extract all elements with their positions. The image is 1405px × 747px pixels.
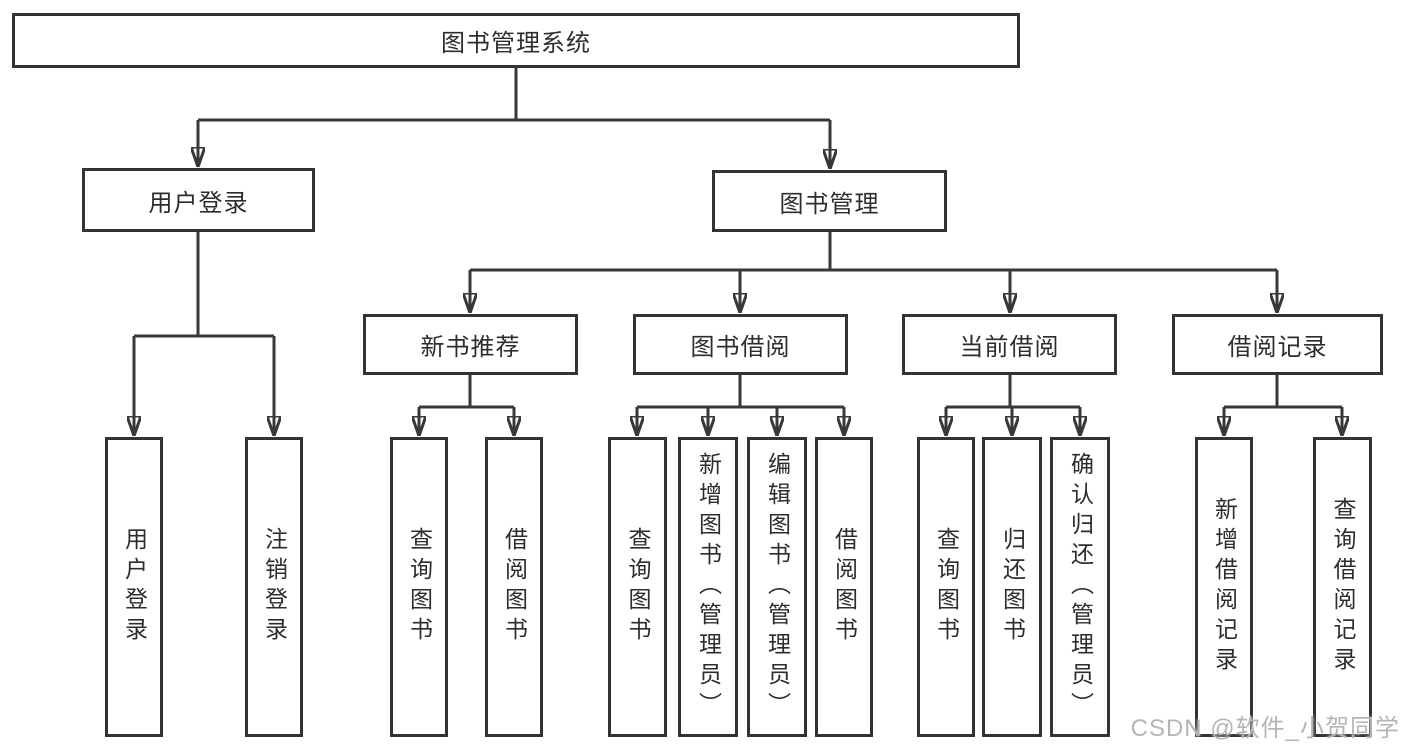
node-current-borrowing: 当前借阅 — [902, 314, 1117, 375]
node-label: 确认归还（管理员） — [1067, 452, 1094, 722]
node-leaf-logout: 注销登录 — [245, 437, 303, 737]
node-leaf-confirm-return-admin: 确认归还（管理员） — [1050, 437, 1110, 737]
node-label: 归还图书 — [999, 527, 1026, 647]
node-label: 用户登录 — [121, 527, 148, 647]
node-book-borrowing: 图书借阅 — [633, 314, 848, 375]
node-label: 图书借阅 — [690, 334, 791, 361]
node-leaf-query-books-borrowing: 查询图书 — [608, 437, 667, 737]
node-user-login-module: 用户登录 — [82, 168, 315, 232]
node-label: 借阅图书 — [831, 527, 858, 647]
node-leaf-query-books-recommend: 查询图书 — [390, 437, 448, 737]
node-leaf-borrow-books-borrowing: 借阅图书 — [815, 437, 873, 737]
node-label: 借阅记录 — [1227, 334, 1328, 361]
node-root-system: 图书管理系统 — [12, 13, 1020, 68]
node-leaf-borrow-books-recommend: 借阅图书 — [485, 437, 543, 737]
node-leaf-edit-book-admin: 编辑图书（管理员） — [747, 437, 807, 737]
node-label: 查询图书 — [406, 527, 433, 647]
node-label: 查询借阅记录 — [1330, 497, 1356, 677]
node-label: 图书管理 — [779, 190, 880, 218]
node-book-management-module: 图书管理 — [712, 170, 947, 232]
node-label: 查询图书 — [933, 527, 960, 647]
node-new-book-recommend: 新书推荐 — [363, 314, 578, 375]
node-label: 当前借阅 — [959, 334, 1060, 361]
node-label: 用户登录 — [148, 189, 249, 217]
node-leaf-add-borrow-record: 新增借阅记录 — [1195, 437, 1253, 737]
csdn-watermark: CSDN @软件_小贺同学 — [1130, 715, 1400, 742]
node-label: 新增图书（管理员） — [695, 452, 722, 722]
node-leaf-query-borrow-record: 查询借阅记录 — [1313, 437, 1372, 737]
node-label: 新增借阅记录 — [1211, 497, 1238, 677]
node-label: 注销登录 — [261, 527, 288, 647]
node-label: 查询图书 — [625, 527, 651, 647]
node-label: 图书管理系统 — [441, 30, 591, 57]
node-label: 借阅图书 — [501, 527, 528, 647]
node-borrowing-records: 借阅记录 — [1172, 314, 1383, 375]
node-label: 新书推荐 — [420, 334, 521, 361]
node-label: 编辑图书（管理员） — [764, 452, 791, 722]
node-leaf-user-login: 用户登录 — [105, 437, 163, 737]
node-leaf-return-book: 归还图书 — [982, 437, 1042, 737]
node-leaf-query-books-current: 查询图书 — [917, 437, 975, 737]
node-leaf-add-book-admin: 新增图书（管理员） — [678, 437, 738, 737]
